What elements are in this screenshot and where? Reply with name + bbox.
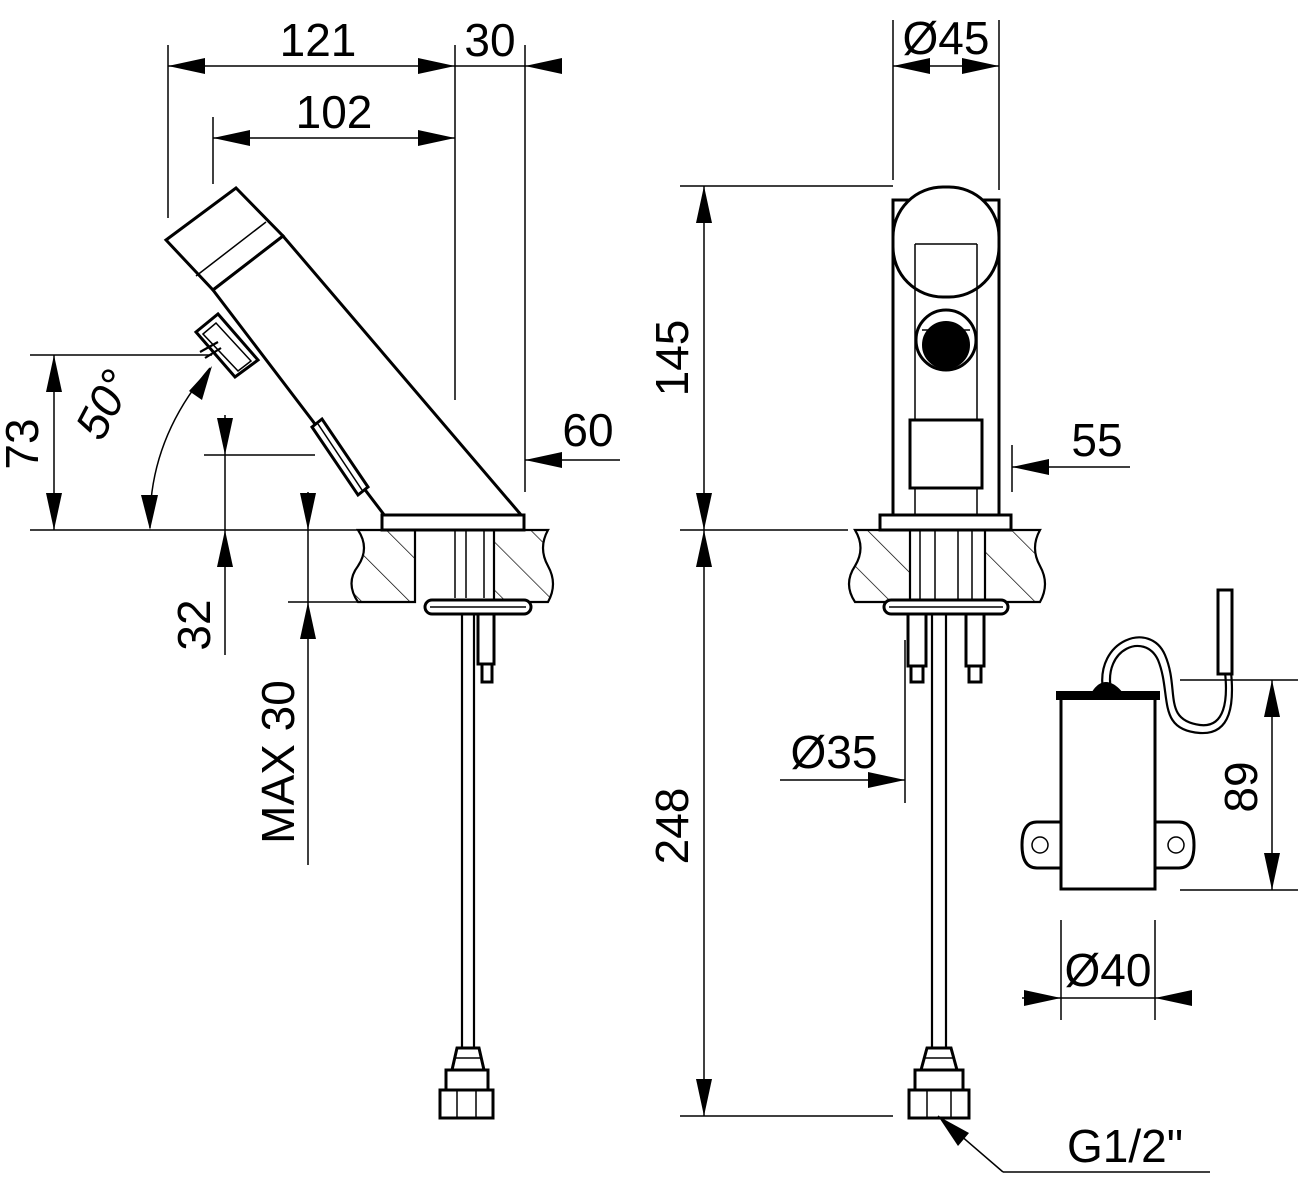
dim-121-label: 121 (280, 14, 357, 66)
dim-73: 73 (0, 355, 62, 530)
dim-dia-35: Ø35 (780, 726, 905, 788)
front-countertop-section (847, 528, 1047, 604)
dim-248: 248 (646, 530, 712, 1116)
dim-dia-35-label: Ø35 (791, 726, 878, 778)
dim-32-label: 32 (168, 599, 220, 650)
front-extension-lines (680, 20, 1013, 1117)
dim-55-label: 55 (1071, 414, 1122, 466)
control-box-cable (1101, 636, 1228, 727)
side-threaded-rod (454, 530, 496, 684)
front-studs (906, 612, 986, 684)
dim-30-label: 30 (464, 14, 515, 66)
dim-30: 30 (455, 14, 562, 74)
side-base-plate (380, 513, 526, 532)
front-faucet-body (891, 185, 1001, 520)
front-view: Ø45 145 55 248 Ø35 (646, 12, 1210, 1173)
front-supply-hose (907, 614, 971, 1120)
dim-145: 145 (646, 186, 712, 530)
control-box-sensor-tip (1216, 588, 1234, 676)
dim-89-label: 89 (1215, 761, 1267, 812)
dim-connector-label: G1/2" (1067, 1120, 1183, 1172)
dim-121: 121 (168, 14, 455, 74)
side-faucet-body (163, 186, 526, 518)
dim-248-label: 248 (646, 788, 698, 865)
dim-max-30: MAX 30 (252, 492, 316, 865)
dim-145-label: 145 (646, 320, 698, 397)
dim-32: 32 (168, 415, 233, 655)
dim-60: 60 (525, 404, 620, 468)
dim-55: 55 (1012, 414, 1130, 475)
dim-dia-40-label: Ø40 (1065, 944, 1152, 996)
dim-89: 89 (1215, 680, 1280, 890)
side-fixing-nut (423, 598, 533, 616)
side-extension-lines (30, 45, 526, 603)
side-view: 121 30 102 60 73 (0, 14, 620, 1120)
dim-73-label: 73 (0, 418, 48, 469)
dim-max-30-label: MAX 30 (252, 680, 304, 844)
control-box-body (1059, 695, 1157, 891)
dim-102-label: 102 (296, 86, 373, 138)
dim-102: 102 (213, 86, 455, 146)
control-box-left-ear (1020, 820, 1063, 870)
dim-dia-45-label: Ø45 (903, 12, 990, 64)
dim-dia-45: Ø45 (893, 12, 999, 74)
dim-connector-g12: G1/2" (937, 1115, 1210, 1173)
side-countertop-section (350, 528, 555, 604)
front-base-plate (878, 513, 1013, 532)
dim-angle-label: 50° (65, 362, 144, 448)
control-box: 89 Ø40 (1020, 588, 1298, 1020)
side-supply-hose (438, 614, 495, 1120)
dim-60-label: 60 (562, 404, 613, 456)
dim-dia-40: Ø40 (1022, 944, 1192, 1006)
front-fixing-nut (882, 598, 1010, 616)
control-box-right-ear (1153, 820, 1196, 870)
dim-angle-50: 50° (65, 362, 212, 530)
